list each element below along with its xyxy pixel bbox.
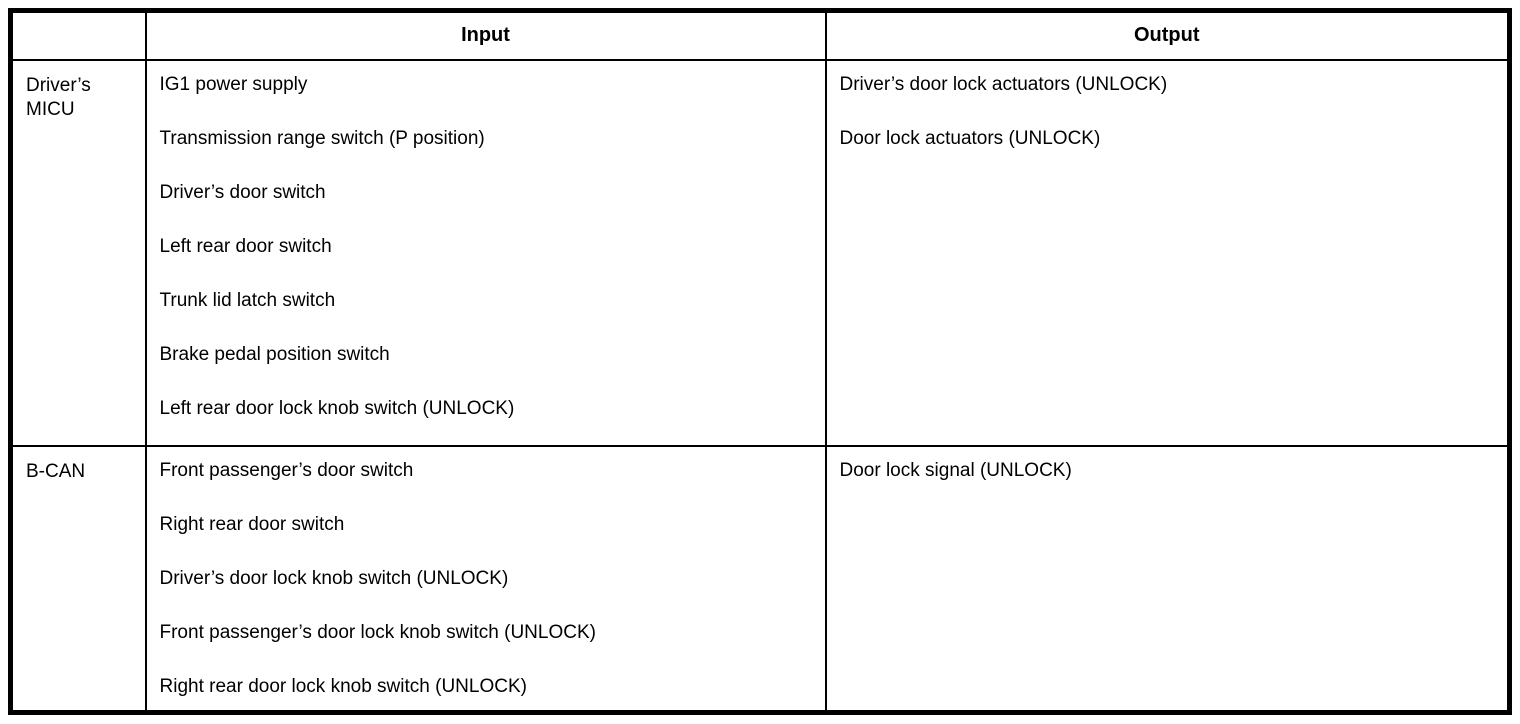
input-item: IG1 power supply xyxy=(159,73,308,95)
output-item: Driver’s door lock actuators (UNLOCK) xyxy=(839,73,1168,95)
input-item: Left rear door switch xyxy=(159,235,332,257)
table-row-drivers-micu: Driver’s MICU IG1 power supply Transmiss… xyxy=(9,58,1511,447)
outputs-cell-b-can: Door lock signal (UNLOCK) xyxy=(824,444,1511,714)
inputs-cell-b-can: Front passenger’s door switch Right rear… xyxy=(144,444,827,714)
input-output-table: Input Output Driver’s MICU IG1 power sup… xyxy=(8,8,1512,715)
output-item: Door lock actuators (UNLOCK) xyxy=(839,127,1101,149)
table-row-b-can: B-CAN Front passenger’s door switch Righ… xyxy=(9,444,1511,714)
input-item: Driver’s door switch xyxy=(159,181,326,203)
output-column-header: Output xyxy=(824,9,1511,61)
input-column-header: Input xyxy=(144,9,827,61)
input-item: Brake pedal position switch xyxy=(159,343,390,365)
row-header-b-can: B-CAN xyxy=(9,444,147,714)
input-item: Transmission range switch (P position) xyxy=(159,127,485,149)
corner-header-cell xyxy=(9,9,147,61)
input-item: Front passenger’s door lock knob switch … xyxy=(159,621,596,643)
row-source-label: B-CAN xyxy=(26,460,86,482)
table-header-row: Input Output xyxy=(9,9,1511,61)
input-item: Front passenger’s door switch xyxy=(159,459,414,481)
input-item: Right rear door switch xyxy=(159,513,345,535)
outputs-cell-drivers-micu: Driver’s door lock actuators (UNLOCK) Do… xyxy=(824,58,1511,447)
output-item: Door lock signal (UNLOCK) xyxy=(839,459,1072,481)
row-source-label: Driver’s MICU xyxy=(26,74,91,120)
input-item: Driver’s door lock knob switch (UNLOCK) xyxy=(159,567,509,589)
row-header-drivers-micu: Driver’s MICU xyxy=(9,58,147,447)
input-item: Right rear door lock knob switch (UNLOCK… xyxy=(159,675,527,697)
inputs-cell-drivers-micu: IG1 power supply Transmission range swit… xyxy=(144,58,827,447)
input-item: Trunk lid latch switch xyxy=(159,289,336,311)
input-item: Left rear door lock knob switch (UNLOCK) xyxy=(159,397,515,419)
